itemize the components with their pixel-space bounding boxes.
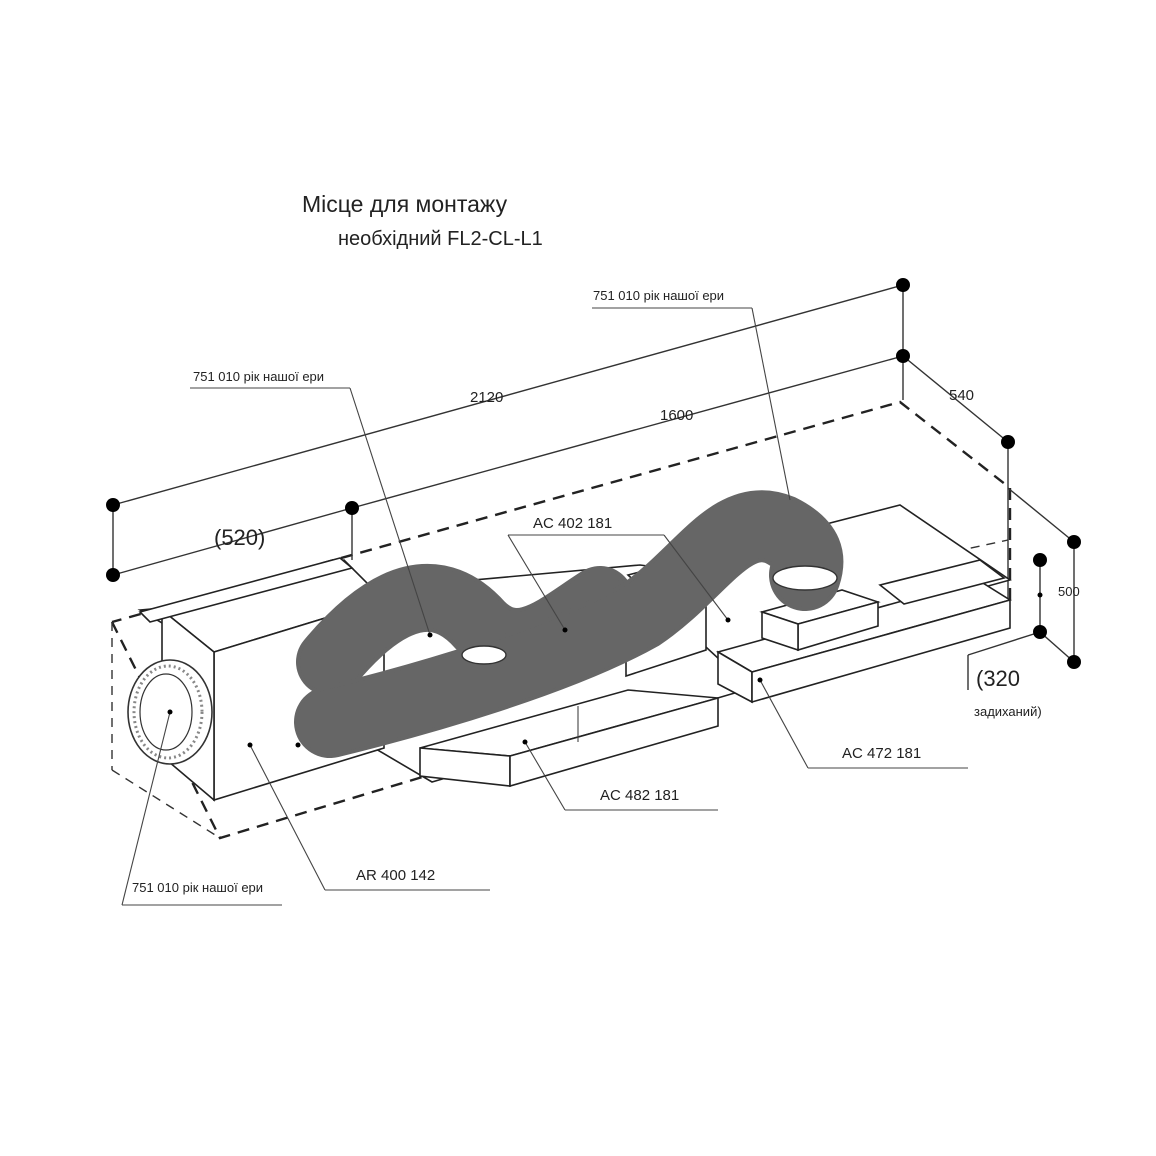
label-ar-400: AR 400 142 bbox=[356, 867, 435, 884]
dim-height: 500 bbox=[1058, 584, 1080, 599]
dim-depth: 540 bbox=[949, 387, 974, 404]
label-ac-472: AC 472 181 bbox=[842, 745, 921, 762]
dimension-lines bbox=[112, 284, 1075, 690]
label-hose-top-right: 751 010 рік нашої ери bbox=[593, 288, 724, 303]
label-hose-top-left: 751 010 рік нашої ери bbox=[193, 369, 324, 384]
dim-inner-length: 1600 bbox=[660, 407, 693, 424]
label-hose-bottom-left: 751 010 рік нашої ери bbox=[132, 880, 263, 895]
label-ac-402: AC 402 181 bbox=[533, 515, 612, 532]
diagram-title: Місце для монтажу bbox=[302, 191, 508, 217]
dim-left-section: (520) bbox=[214, 525, 265, 550]
dim-bottom-note: задиханий) bbox=[974, 704, 1042, 719]
dim-overall-length: 2120 bbox=[470, 389, 503, 406]
label-ac-482: AC 482 181 bbox=[600, 787, 679, 804]
dimension-dots bbox=[106, 278, 1081, 669]
leader-dots bbox=[167, 592, 1043, 748]
dim-bottom-height: (320 bbox=[976, 666, 1020, 691]
flex-hoses bbox=[294, 490, 844, 758]
leader-lines bbox=[121, 307, 968, 906]
diagram-subtitle: необхідний FL2-CL-L1 bbox=[338, 228, 543, 250]
